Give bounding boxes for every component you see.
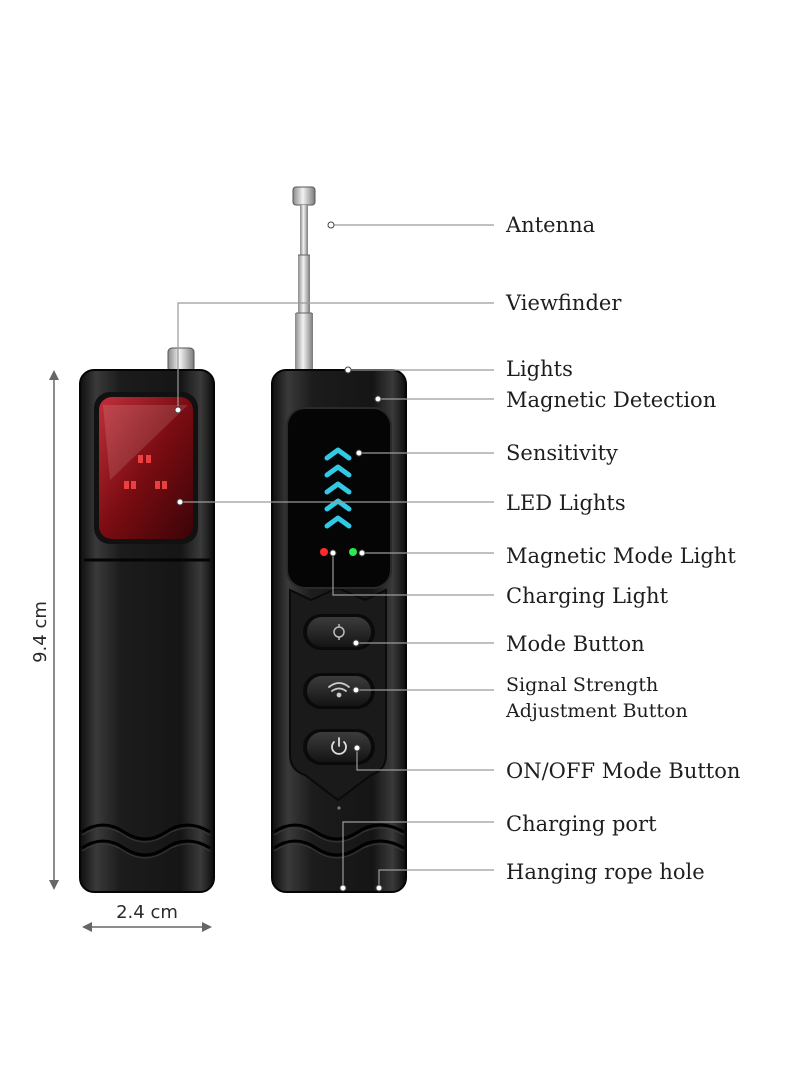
callout-charging-port: Charging port [339, 812, 657, 892]
callout-label: Mode Button [506, 632, 645, 656]
callout-lights: Lights [344, 357, 573, 381]
leader-dot [358, 549, 366, 557]
callout-mode-button: Mode Button [352, 632, 645, 656]
magnetic-mode-light-led [349, 548, 357, 556]
charging-light-led [320, 548, 328, 556]
height-label: 9.4 cm [30, 601, 51, 663]
device-side-view [79, 347, 215, 893]
callout-label: Charging Light [506, 584, 669, 608]
callout-label: Adjustment Button [505, 700, 688, 722]
leader-line [177, 302, 494, 406]
power-icon [331, 737, 347, 755]
side-wave-grip [81, 823, 211, 857]
leader-dot [327, 221, 335, 229]
width-dimension: 2.4 cm [82, 902, 212, 932]
callout-label: LED Lights [506, 491, 626, 515]
callout-antenna: Antenna [327, 213, 595, 237]
leader-line [342, 821, 494, 888]
callout-label: Viewfinder [505, 291, 622, 315]
leader-dot [329, 549, 337, 557]
wifi-icon [328, 682, 350, 698]
callout-label: Signal Strength [506, 674, 658, 696]
mode-button[interactable] [303, 614, 375, 650]
callout-label: Magnetic Mode Light [506, 544, 736, 568]
display-window [286, 407, 392, 589]
leader-dot [174, 406, 182, 414]
callout-on-off-button: ON/OFF Mode Button [353, 744, 740, 783]
signal-strength-button[interactable] [303, 673, 375, 709]
front-wave-grip [273, 823, 405, 857]
callout-label: Hanging rope hole [506, 860, 705, 884]
sensitivity-chevrons [324, 447, 352, 529]
callout-led-lights: LED Lights [176, 491, 626, 515]
leader-line [332, 553, 494, 596]
leader-dot [352, 639, 360, 647]
leader-dot [344, 366, 352, 374]
callout-sensitivity: Sensitivity [355, 441, 618, 465]
viewfinder-lens [99, 397, 193, 539]
leader-dot [339, 884, 347, 892]
leader-dot [353, 744, 361, 752]
leader-line [356, 748, 494, 771]
viewfinder-knob [167, 347, 195, 373]
power-button[interactable] [303, 729, 375, 765]
width-label: 2.4 cm [116, 902, 178, 923]
callout-label: Lights [506, 357, 573, 381]
target-icon [333, 624, 345, 640]
leader-line [378, 869, 494, 888]
callout-charging-light: Charging Light [329, 549, 669, 608]
leader-dot [176, 498, 184, 506]
callout-magnetic-detection: Magnetic Detection [374, 388, 716, 412]
leader-dot [355, 449, 363, 457]
callout-label: Sensitivity [506, 441, 618, 465]
device-front-view [271, 186, 407, 893]
callout-label: ON/OFF Mode Button [506, 759, 740, 783]
callout-hanging-rope-hole: Hanging rope hole [375, 860, 705, 892]
leader-dot [374, 395, 382, 403]
callout-magnetic-mode-light: Magnetic Mode Light [358, 544, 736, 568]
callout-label: Antenna [505, 213, 595, 237]
leader-dot [352, 686, 360, 694]
callout-viewfinder: Viewfinder [174, 291, 622, 414]
leader-dot [375, 884, 383, 892]
callout-label: Charging port [506, 812, 657, 836]
antenna [292, 186, 316, 373]
height-dimension: 9.4 cm [30, 370, 59, 890]
callout-label: Magnetic Detection [506, 388, 716, 412]
